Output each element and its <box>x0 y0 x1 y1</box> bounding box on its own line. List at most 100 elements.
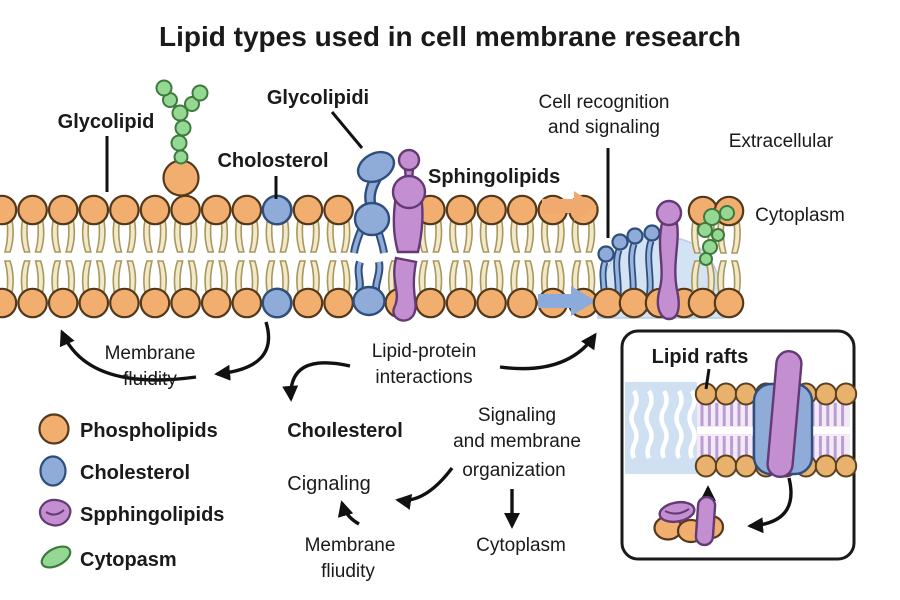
phospholipid <box>47 259 79 319</box>
phospholipid <box>476 259 507 319</box>
page-title: Lipid types used in cell membrane resear… <box>159 21 741 52</box>
sphingolipids-label: Sphingolipids <box>428 166 560 188</box>
phospholipid <box>170 194 201 254</box>
inset-wave <box>687 389 697 460</box>
membrane-protein-blue <box>350 150 396 317</box>
glyco-beads-right <box>697 205 735 266</box>
membrane-fliudity-line2: fliudity <box>321 561 375 582</box>
legend-label-cytopasm: Cytopasm <box>80 549 177 571</box>
legend-label-phospholipids: Phospholipids <box>80 420 218 442</box>
phospholipid <box>139 194 171 254</box>
raft-cluster <box>653 495 725 547</box>
cignaling-label: Cignaling <box>287 473 370 495</box>
blue-protein-head <box>356 150 396 184</box>
blue-protein-body <box>353 201 391 237</box>
phospholipid <box>713 259 745 319</box>
membrane-top-leaflet <box>0 194 599 254</box>
signaling-line2: and membrane <box>453 431 581 452</box>
legend-label-cholesterol: Cholesterol <box>80 462 190 484</box>
phospholipid <box>231 259 263 319</box>
raft-head <box>834 454 858 478</box>
arrow-protein-to-cluster <box>747 477 793 534</box>
phospholipid <box>323 259 354 319</box>
arrow-organization-to-cignaling <box>395 466 454 510</box>
arrow-cholesterol-to-fluidity <box>214 321 271 381</box>
membrane-fliudity-line1: Membrane <box>305 535 396 556</box>
raft-head <box>814 382 838 406</box>
lipid-protein-line1: Lipid-protein <box>372 341 477 362</box>
lipid-rafts-title: Lipid rafts <box>652 346 749 368</box>
phospholipid <box>47 194 79 254</box>
phospholipid-head <box>592 287 624 319</box>
legend-swatch-cholesterol <box>39 455 67 487</box>
arrow-fliudity-to-cignaling <box>337 500 360 526</box>
phospholipid <box>506 194 538 254</box>
cytoplasm-label-right: Cytoplasm <box>755 205 845 226</box>
raft-protein-purple <box>766 350 803 479</box>
phospholipid <box>445 194 477 254</box>
glycolipid-head <box>162 159 200 197</box>
legend-swatch-cytopasm <box>40 545 72 569</box>
membrane-bottom-leaflet <box>0 259 599 319</box>
disordered-purple-protein <box>655 199 683 321</box>
phospholipid <box>292 194 324 254</box>
glycolipidi-pointer <box>330 111 364 149</box>
phospholipid <box>506 259 538 319</box>
cholosterol-label: Cholosterol <box>217 150 328 172</box>
signaling-line3: organization <box>462 460 566 481</box>
inset-wave <box>629 389 639 460</box>
phospholipid <box>109 259 140 319</box>
phospholipid <box>476 194 507 254</box>
phospholipid <box>323 194 354 254</box>
arrow-lipidprotein-to-choilesterol <box>282 361 351 402</box>
choilesterol-label: Choılesterol <box>287 420 403 442</box>
phospholipid <box>170 259 201 319</box>
disordered-head <box>643 224 661 242</box>
cell-recognition-label-line2: and signaling <box>548 117 660 138</box>
transition-arrow-blue <box>538 286 596 316</box>
phospholipid <box>292 259 324 319</box>
signaling-line1: Signaling <box>478 405 556 426</box>
phospholipid <box>0 194 18 254</box>
arrow-membrane-fluidity-left <box>59 329 197 382</box>
legend-label-sphingolipids: Spphingolipids <box>80 504 224 526</box>
disordered-head <box>597 245 615 263</box>
raft-head <box>694 454 718 478</box>
arrow-lipidprotein-to-membrane <box>499 332 597 371</box>
inset-disordered-waves <box>629 389 697 460</box>
disordered-region <box>592 195 745 321</box>
phospholipid <box>109 194 140 254</box>
phospholipid <box>537 259 569 319</box>
glycolipid-structure <box>155 79 209 197</box>
extracellular-label: Extracellular <box>729 131 834 152</box>
cytoplasm-label-center: Cytoplasm <box>476 535 566 556</box>
glycolipid-label: Glycolipid <box>58 111 155 133</box>
phospholipid <box>78 259 110 319</box>
cholesterol-heads <box>261 194 293 319</box>
inset-wave <box>644 389 654 460</box>
glycolipidi-label: Glycolipidi <box>267 87 369 109</box>
raft-head <box>814 454 838 478</box>
sphingolipid-structure <box>391 148 427 322</box>
lipid-protein-line2: interactions <box>375 367 472 388</box>
phospholipid <box>200 194 232 254</box>
phospholipid <box>139 259 171 319</box>
phospholipid <box>78 194 110 254</box>
legend-swatch-phospholipids <box>38 413 70 445</box>
phospholipid <box>17 194 48 254</box>
raft-head <box>714 382 738 406</box>
membrane-fluidity-line2: fluidity <box>123 369 177 390</box>
phospholipid <box>231 194 263 254</box>
phospholipid <box>0 259 18 319</box>
legend: Phospholipids Cholesterol Spphingolipids… <box>38 413 224 571</box>
legend-swatch-sphingolipids <box>38 498 72 527</box>
phospholipid-head <box>618 287 650 319</box>
legend-swatch-sphingolipids-detail <box>45 509 65 516</box>
blue-protein-foot <box>352 285 386 317</box>
inset-wave <box>674 389 684 460</box>
membrane-fluidity-line1: Membrane <box>105 343 196 364</box>
phospholipid <box>17 259 48 319</box>
glycolipid-sugar-chain <box>155 79 209 165</box>
raft-head <box>714 454 738 478</box>
